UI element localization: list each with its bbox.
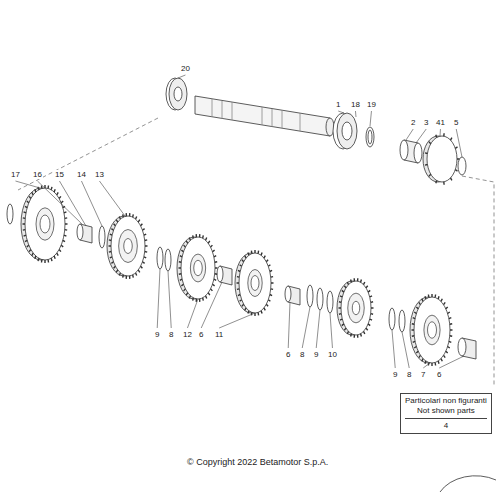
leader-line bbox=[355, 111, 357, 117]
callout-number: 9 bbox=[392, 370, 398, 379]
leader-line bbox=[439, 356, 464, 368]
gears bbox=[21, 133, 460, 366]
leader-line bbox=[316, 310, 320, 348]
callout-number: 9 bbox=[154, 330, 160, 339]
callout-number: 10 bbox=[327, 350, 338, 359]
drawing bbox=[7, 78, 496, 492]
note-box: Particolari non figurantiNot shown parts… bbox=[400, 393, 492, 434]
callout-number: 16 bbox=[32, 170, 43, 179]
callout-number: 15 bbox=[54, 170, 65, 179]
callout-number: 19 bbox=[366, 100, 377, 109]
note-text: Not shown parts bbox=[405, 406, 487, 416]
callout-number: 2 bbox=[410, 118, 416, 127]
callout-number: 17 bbox=[10, 170, 21, 179]
leader-line bbox=[168, 271, 171, 328]
callout-number: 18 bbox=[350, 100, 361, 109]
leader-line bbox=[440, 129, 441, 136]
leader-line bbox=[178, 75, 185, 78]
leader-line bbox=[201, 282, 222, 328]
leader-line bbox=[423, 363, 430, 368]
callout-number: 13 bbox=[94, 170, 105, 179]
callout-number: 41 bbox=[435, 118, 446, 127]
leader-line bbox=[187, 299, 198, 328]
leader-line bbox=[392, 330, 395, 368]
callout-number: 9 bbox=[313, 350, 319, 359]
callout-number: 1 bbox=[335, 100, 341, 109]
leader-line bbox=[302, 307, 310, 348]
callout-number: 6 bbox=[285, 350, 291, 359]
callout-number: 12 bbox=[182, 330, 193, 339]
leader-line bbox=[370, 111, 371, 126]
leader-line bbox=[288, 302, 290, 348]
leader-line bbox=[402, 332, 409, 368]
callout-number: 6 bbox=[436, 370, 442, 379]
callout-number: 7 bbox=[420, 370, 426, 379]
leader-lines bbox=[15, 75, 464, 368]
leader-line bbox=[15, 181, 40, 188]
leader-line bbox=[330, 313, 332, 348]
callout-number: 8 bbox=[299, 350, 305, 359]
leader-line bbox=[99, 181, 125, 216]
callout-number: 11 bbox=[214, 330, 224, 339]
leader-line bbox=[59, 181, 86, 226]
leader-line bbox=[456, 129, 462, 157]
callout-number: 5 bbox=[453, 118, 459, 127]
leader-line bbox=[219, 313, 255, 328]
callout-number: 8 bbox=[406, 370, 412, 379]
callout-number: 14 bbox=[76, 170, 87, 179]
note-text: Particolari non figuranti bbox=[405, 396, 487, 406]
leader-line bbox=[157, 269, 160, 328]
leader-line bbox=[416, 129, 426, 143]
callout-number: 20 bbox=[180, 64, 191, 73]
callout-number: 3 bbox=[423, 118, 429, 127]
callout-number: 6 bbox=[198, 330, 204, 339]
note-text: 4 bbox=[405, 418, 487, 431]
leader-line bbox=[81, 181, 102, 226]
leader-line bbox=[37, 181, 82, 224]
copyright-note: © Copyright 2022 Betamotor S.p.A. bbox=[186, 458, 329, 467]
callout-number: 8 bbox=[168, 330, 174, 339]
leader-line bbox=[406, 129, 413, 140]
leader-line bbox=[338, 111, 344, 113]
